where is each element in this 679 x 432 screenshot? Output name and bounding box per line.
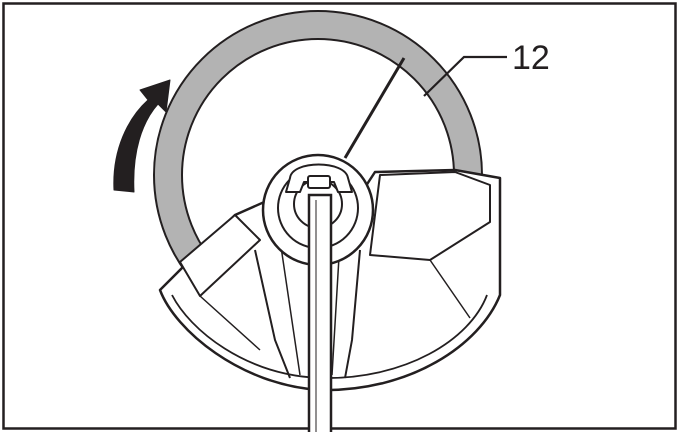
hub-bolt	[307, 175, 331, 189]
curved-arrow-icon	[113, 79, 171, 193]
callout-leader-line	[343, 57, 406, 159]
callout-label: 12	[512, 39, 550, 77]
blade-guard-side-panel	[254, 249, 361, 379]
blade-guard-rib-right	[369, 171, 491, 261]
blade-guard-detail-lines	[199, 239, 471, 376]
drive-shaft	[307, 193, 333, 432]
callout-pointer-line	[423, 55, 507, 97]
drive-shaft-tube	[307, 193, 333, 432]
